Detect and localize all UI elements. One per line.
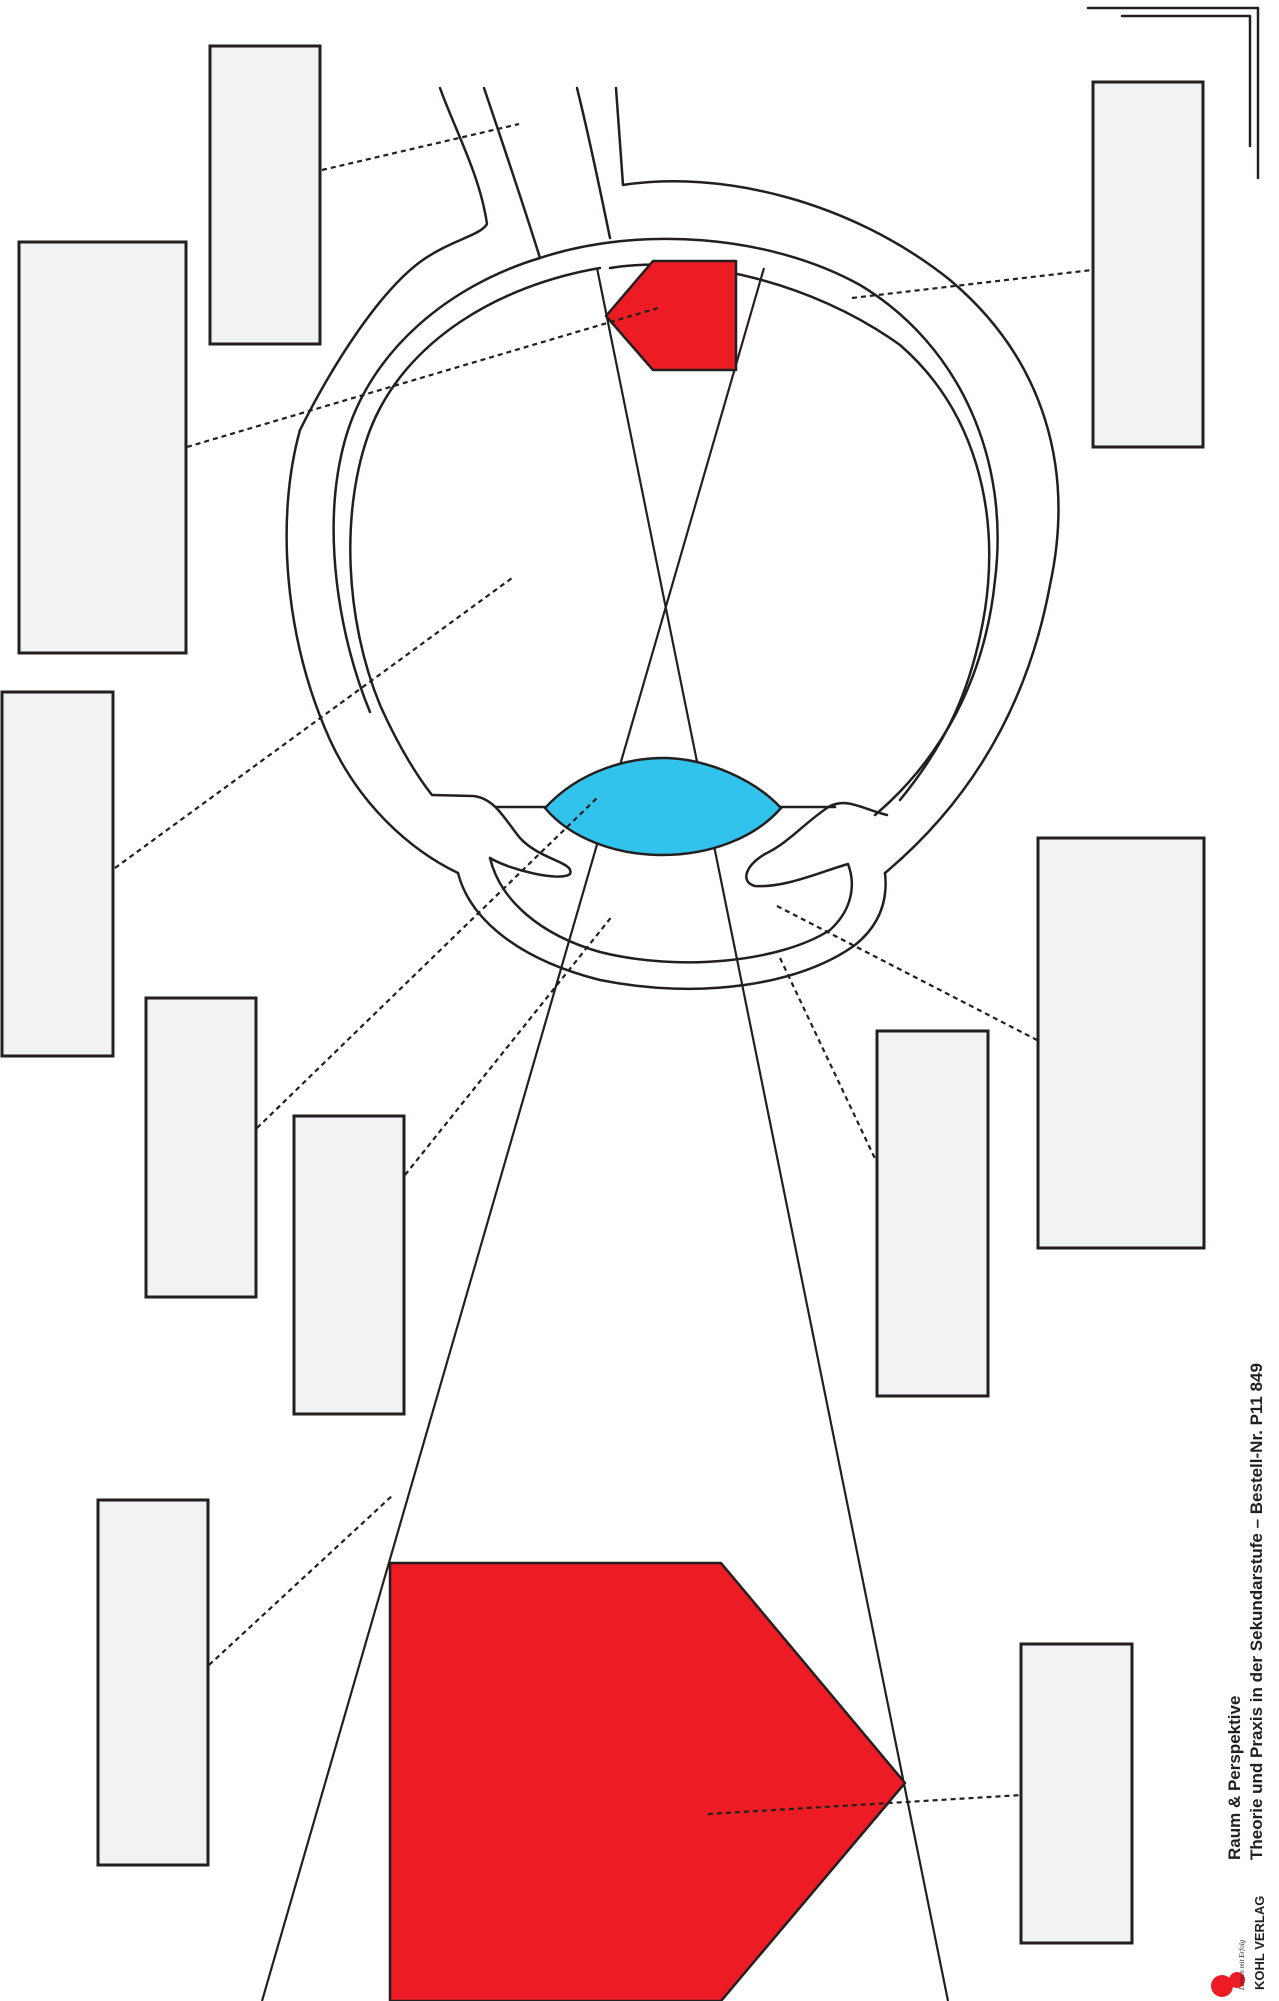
label-box-6[interactable] [294,1116,404,1414]
leader-line [322,124,519,170]
optic-nerve [300,88,487,430]
leader-line [852,270,1092,298]
label-box-2[interactable] [19,242,186,653]
sclera [287,430,458,873]
publisher-logo: KOHL VERLAG Lernen mit Erfolg [1211,1896,1267,1997]
label-box-4[interactable] [2,692,113,1056]
label-box-8[interactable] [877,1031,988,1396]
logo-slogan: Lernen mit Erfolg [1238,1939,1246,1991]
footer-subtitle: Theorie und Praxis in der Sekundarstufe … [1247,1363,1266,1860]
label-box-7[interactable] [1038,838,1204,1248]
label-box-5[interactable] [146,998,256,1297]
logo-wordmark: KOHL VERLAG [1252,1896,1267,1990]
leader-line [209,1495,393,1665]
label-box-3[interactable] [1093,82,1203,447]
label-box-9[interactable] [98,1500,208,1865]
object [390,1563,905,2001]
anterior-chamber [490,858,852,962]
cornea [458,873,886,989]
footer: Raum & Perspektive Theorie und Praxis in… [1225,1363,1266,1860]
footer-series-title: Raum & Perspektive [1225,1696,1244,1860]
lens [545,758,781,855]
leader-line [405,915,613,1175]
label-box-10[interactable] [1021,1644,1132,1943]
leader-line [257,798,597,1128]
leader-lines [115,124,1092,1814]
leader-line [780,958,878,1165]
label-box-1[interactable] [210,46,320,344]
leader-line [777,906,1037,1040]
retinal-image [606,261,736,370]
